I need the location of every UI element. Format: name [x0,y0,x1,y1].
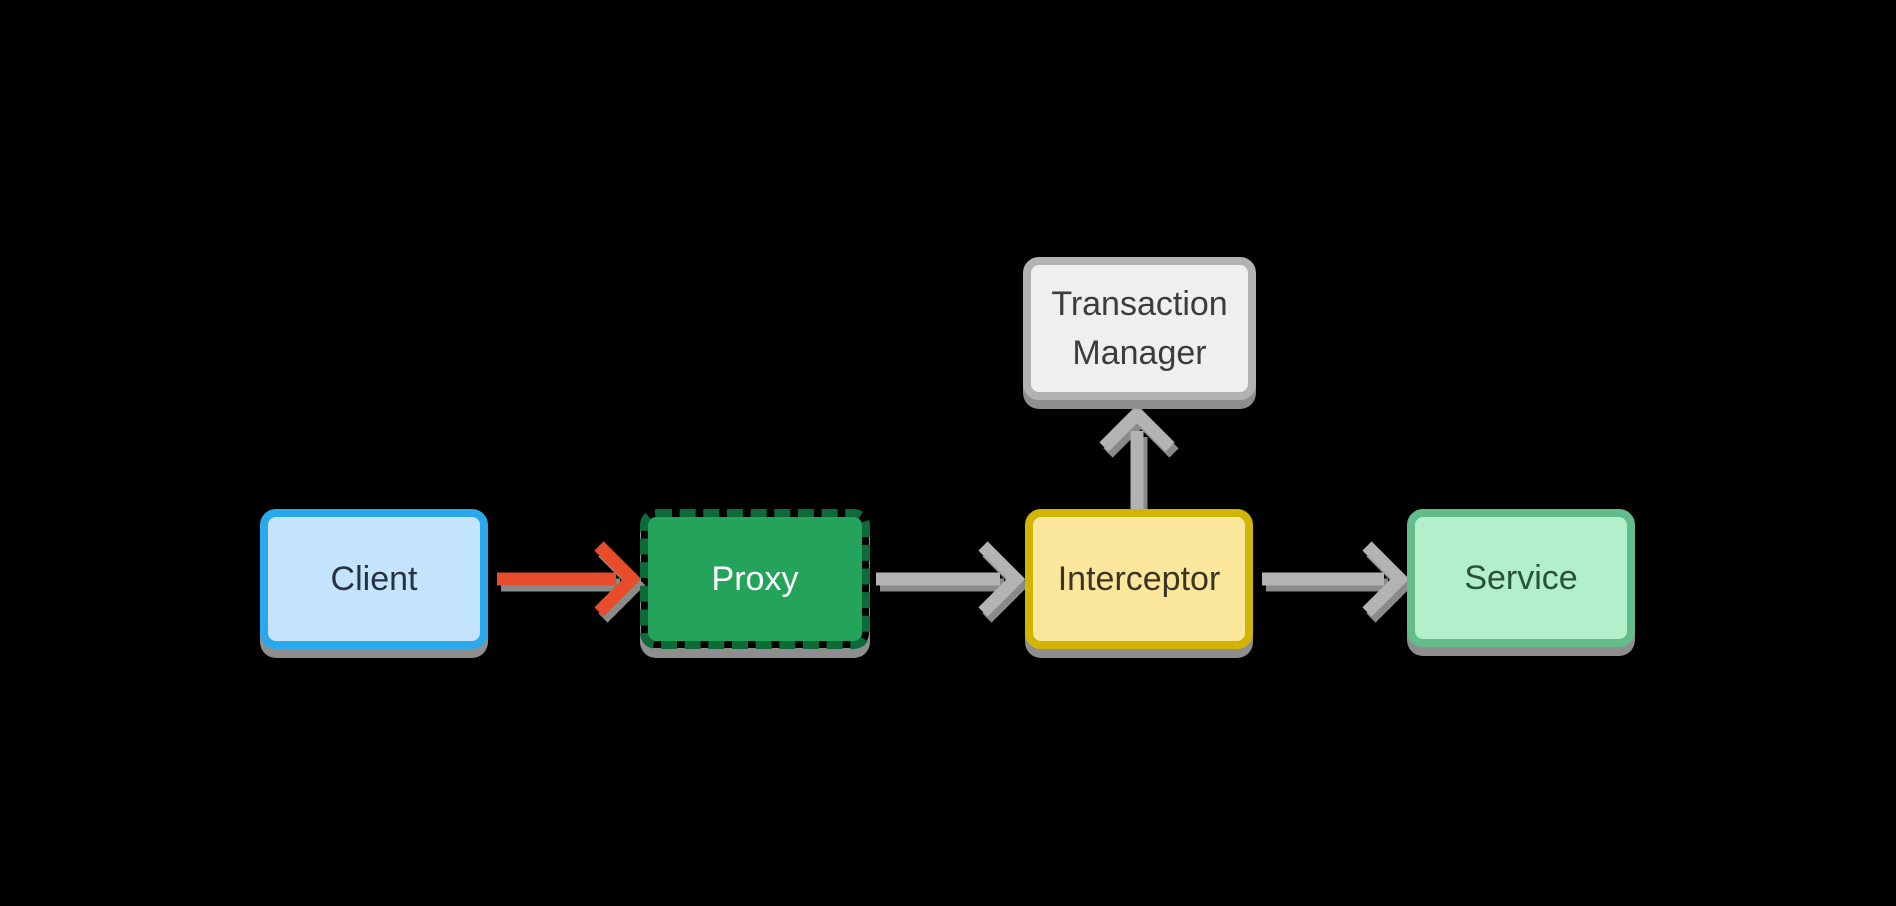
node-client: Client [260,509,488,649]
node-proxy-label: Proxy [711,559,799,598]
arrow-interceptor-to-tm-head [1099,404,1175,452]
arrow-interceptor-to-service-head [1362,541,1410,617]
arrow-proxy-to-interceptor [876,541,1030,623]
arrow-client-to-proxy [497,541,646,623]
node-transaction-manager: Transaction Manager [1023,257,1256,400]
node-service-label: Service [1464,558,1578,597]
node-client-label: Client [330,559,418,598]
node-transaction-manager-label: Transaction Manager [1051,285,1228,372]
node-interceptor-label: Interceptor [1057,559,1221,598]
node-proxy: Proxy [640,509,870,649]
node-service: Service [1407,509,1635,647]
arrow-proxy-to-interceptor-head [978,541,1026,617]
arrow-interceptor-to-transaction-manager [1099,404,1179,515]
arrow-client-to-proxy-head [594,541,642,617]
arrow-interceptor-to-service [1262,541,1414,623]
node-interceptor: Interceptor [1025,509,1253,649]
